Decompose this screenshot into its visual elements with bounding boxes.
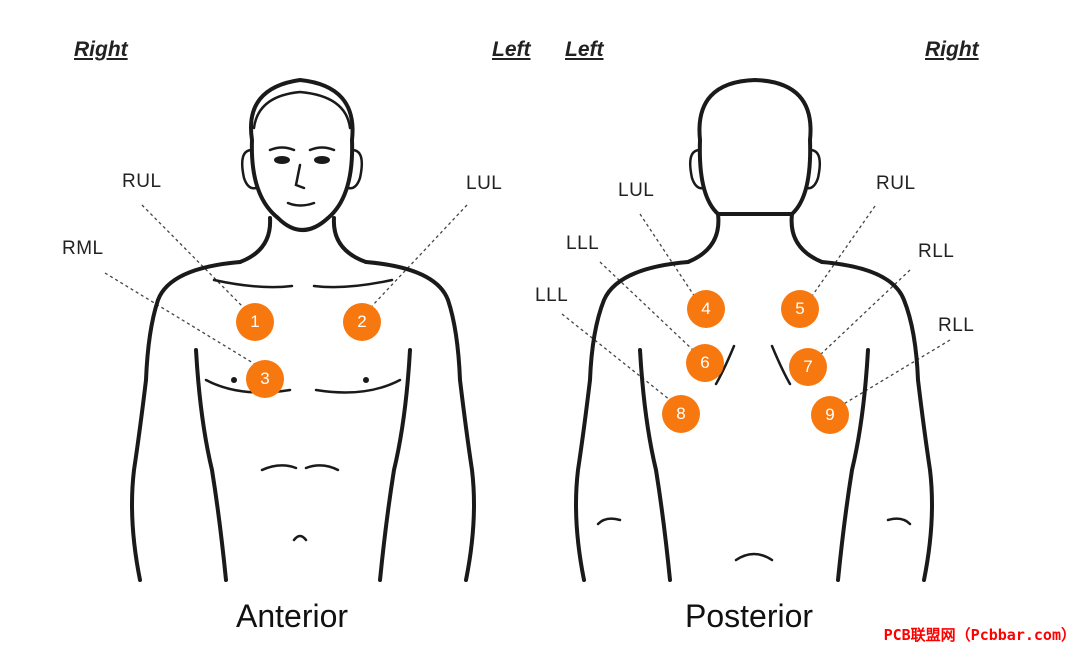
posterior-side-label-right: Right [925,38,979,61]
anterior-figure [130,78,476,582]
point-3-label: RML [62,238,104,259]
leader-line-4 [639,213,696,298]
point-6-label: LLL [566,233,600,254]
posterior-figure [574,78,934,582]
point-3-marker: 3 [246,360,284,398]
point-2-marker: 2 [343,303,381,341]
anterior-side-label-left: Right [74,38,128,61]
leader-lines [104,204,951,406]
leader-line-3 [104,272,259,367]
point-1-marker: 1 [236,303,274,341]
posterior-side-label-left: Left [565,38,604,61]
leader-line-9 [841,339,951,406]
point-8-label: LLL [535,285,569,306]
point-5-label: RUL [876,173,916,194]
leader-line-6 [599,261,694,351]
leader-line-5 [811,205,876,297]
point-7-marker: 7 [789,348,827,386]
point-5-marker: 5 [781,290,819,328]
leader-line-1 [141,204,245,309]
point-2-label: LUL [466,173,503,194]
point-9-label: RLL [938,315,975,336]
anterior-title: Anterior [236,598,349,634]
anterior-side-label-right: Left [492,38,531,61]
point-4-label: LUL [618,180,655,201]
point-6-marker: 6 [686,344,724,382]
leader-line-7 [819,269,911,356]
posterior-title: Posterior [685,598,814,634]
point-4-marker: 4 [687,290,725,328]
point-8-marker: 8 [662,395,700,433]
watermark-text: PCB联盟网（Pcbbar.com） [883,626,1076,644]
point-1-label: RUL [122,171,162,192]
leader-line-2 [371,204,468,307]
leader-line-8 [561,313,671,401]
point-7-label: RLL [918,241,955,262]
point-9-marker: 9 [811,396,849,434]
